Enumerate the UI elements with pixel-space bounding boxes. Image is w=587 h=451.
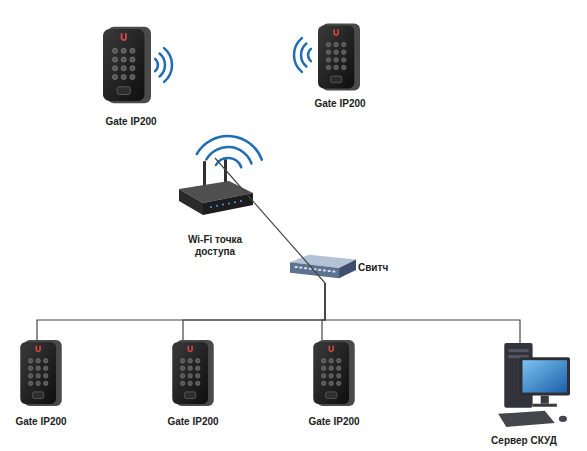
switch-node: Свитч <box>288 253 400 283</box>
reader-node: Gate IP200 <box>157 340 229 428</box>
wifi-wave <box>308 49 311 61</box>
node-label: Wi-Fi точка доступа <box>170 234 260 258</box>
wifi-wave <box>160 54 165 77</box>
network-link <box>37 283 325 340</box>
network-link <box>325 283 520 343</box>
network-link <box>215 158 325 283</box>
wifi-wave <box>206 147 251 164</box>
switch-icon <box>290 255 356 279</box>
server-node: Сервер СКУД <box>468 343 580 447</box>
wifi-wave <box>197 136 262 160</box>
node-label: Gate IP200 <box>308 416 359 428</box>
node-label: Сервер СКУД <box>491 435 557 447</box>
reader-icon <box>103 27 151 103</box>
reader-icon <box>172 340 213 406</box>
node-label: Gate IP200 <box>105 116 156 128</box>
reader-node: Gate IP200 <box>300 22 380 110</box>
reader-icon <box>20 340 61 406</box>
reader-node: Gate IP200 <box>5 340 77 428</box>
reader-icon <box>318 24 360 91</box>
reader-node: Gate IP200 <box>95 25 167 128</box>
wifi-wave <box>301 44 306 67</box>
node-label: Gate IP200 <box>167 416 218 428</box>
wifi-wave <box>155 59 158 71</box>
wifi-waves <box>155 38 311 167</box>
wifi-wave <box>294 38 302 72</box>
reader-node: Gate IP200 <box>298 340 370 428</box>
reader-icon <box>313 340 354 406</box>
server-icon <box>498 343 570 427</box>
node-label: Gate IP200 <box>314 98 365 110</box>
network-link <box>183 283 325 340</box>
node-label: Свитч <box>358 262 388 274</box>
node-label: Gate IP200 <box>15 416 66 428</box>
wifi-wave <box>164 48 172 82</box>
router-node: Wi-Fi точка доступа <box>170 158 260 258</box>
